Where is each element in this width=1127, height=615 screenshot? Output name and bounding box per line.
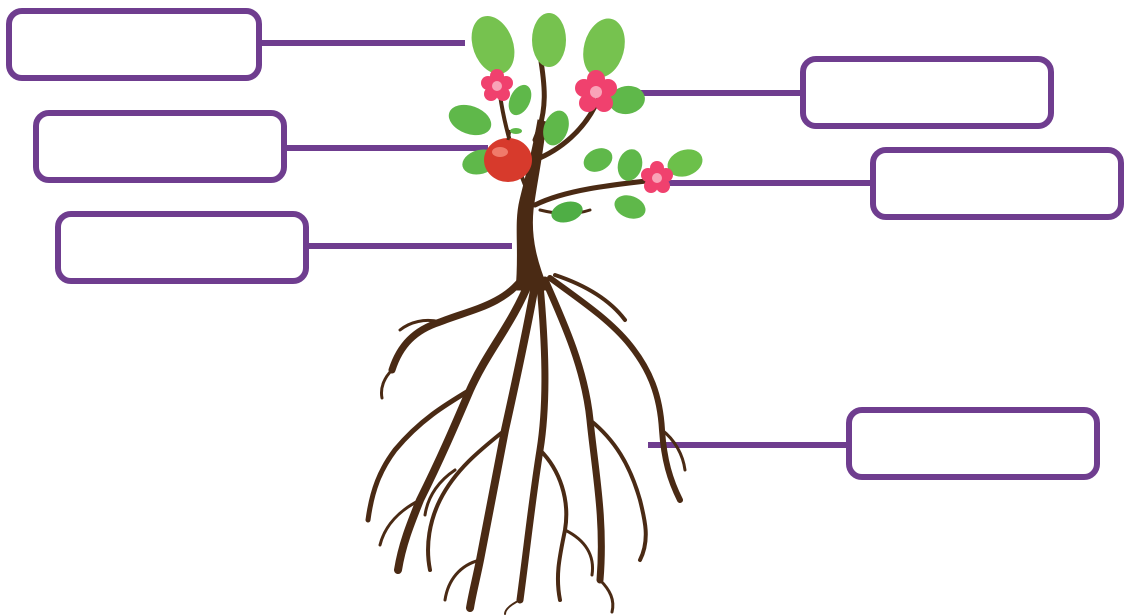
label-box-stem[interactable] [55,211,309,284]
leaf-icon [532,13,566,67]
leaf-icon [614,146,645,183]
leaf-icon [445,99,496,140]
flower-icon [575,70,617,112]
leaf-icon [580,144,616,177]
leaf-icon [464,10,522,80]
flower-icon [481,69,513,101]
leaf-icon [577,14,631,82]
label-box-leaf[interactable] [6,8,262,81]
label-box-flower-top[interactable] [800,56,1054,129]
apple-icon [484,128,532,182]
label-box-roots[interactable] [846,407,1100,480]
leaf-icon [611,191,649,223]
connector-lines [262,43,870,445]
label-box-fruit[interactable] [33,110,287,183]
leaf-icon [549,198,585,226]
roots [368,275,685,614]
label-box-flower-branch[interactable] [870,147,1124,220]
